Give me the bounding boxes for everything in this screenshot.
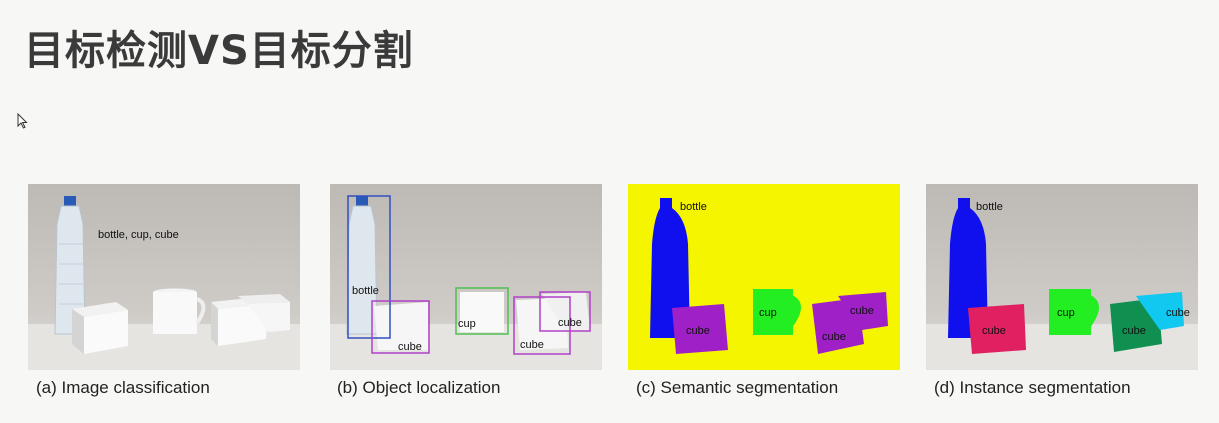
box-label-cup: cup [458, 318, 476, 330]
panel-semantic-segmentation: bottle cube cup cube cube [628, 184, 900, 370]
caption-instance-segmentation: (d) Instance segmentation [934, 378, 1131, 397]
cube-right [211, 294, 290, 346]
cup [152, 287, 206, 334]
cube-mask-left [672, 304, 728, 354]
box-label-cube-center: cube [520, 339, 544, 351]
cube-mask-red [968, 304, 1026, 354]
mask-label-bottle: bottle [680, 201, 707, 213]
mask-semantic-segmentation: bottle cube cup cube cube [628, 184, 900, 370]
bounding-box-bottle [347, 195, 391, 339]
cup-mask [1049, 289, 1099, 335]
bounding-box-cube-center [513, 296, 571, 355]
mask-label-cube-right: cube [850, 305, 874, 317]
classification-label: bottle, cup, cube [98, 229, 179, 241]
photo-object-localization: bottle cube cup cube cube [330, 184, 602, 370]
slide-title: 目标检测VS目标分割 [24, 28, 414, 74]
cup [460, 292, 504, 332]
box-label-bottle: bottle [352, 285, 379, 297]
caption-image-classification: (a) Image classification [36, 378, 210, 397]
box-label-cube-left: cube [398, 341, 422, 353]
mask-label-cube-red: cube [982, 325, 1006, 337]
bottle-mask [948, 198, 988, 338]
mouse-cursor-icon [17, 113, 28, 129]
cube-right [516, 292, 590, 350]
mask-label-cup: cup [1057, 307, 1075, 319]
panel-instance-segmentation: bottle cube cup cube cube [926, 184, 1198, 370]
bounding-box-cube-left [371, 300, 430, 354]
cube-mask-cyan [1136, 292, 1184, 330]
cup-mask [753, 289, 801, 335]
mask-label-cube-center: cube [822, 331, 846, 343]
mask-label-cube-green: cube [1122, 325, 1146, 337]
photo-instance-segmentation: bottle cube cup cube cube [926, 184, 1198, 370]
box-label-cube-right: cube [558, 317, 582, 329]
bottle-mask [650, 198, 690, 338]
mask-label-cube-cyan: cube [1166, 307, 1190, 319]
mask-label-bottle: bottle [976, 201, 1003, 213]
caption-semantic-segmentation: (c) Semantic segmentation [636, 378, 839, 397]
cube-left [72, 302, 128, 354]
caption-object-localization: (b) Object localization [337, 378, 501, 397]
photo-image-classification: bottle, cup, cube [28, 184, 300, 370]
cube-mask-right [838, 292, 888, 330]
mask-label-cup: cup [759, 307, 777, 319]
bounding-box-cube-right [539, 291, 591, 332]
panel-image-classification: bottle, cup, cube [28, 184, 300, 370]
bounding-box-cup [455, 287, 509, 335]
panel-object-localization: bottle cube cup cube cube [330, 184, 602, 370]
mask-label-cube-left: cube [686, 325, 710, 337]
